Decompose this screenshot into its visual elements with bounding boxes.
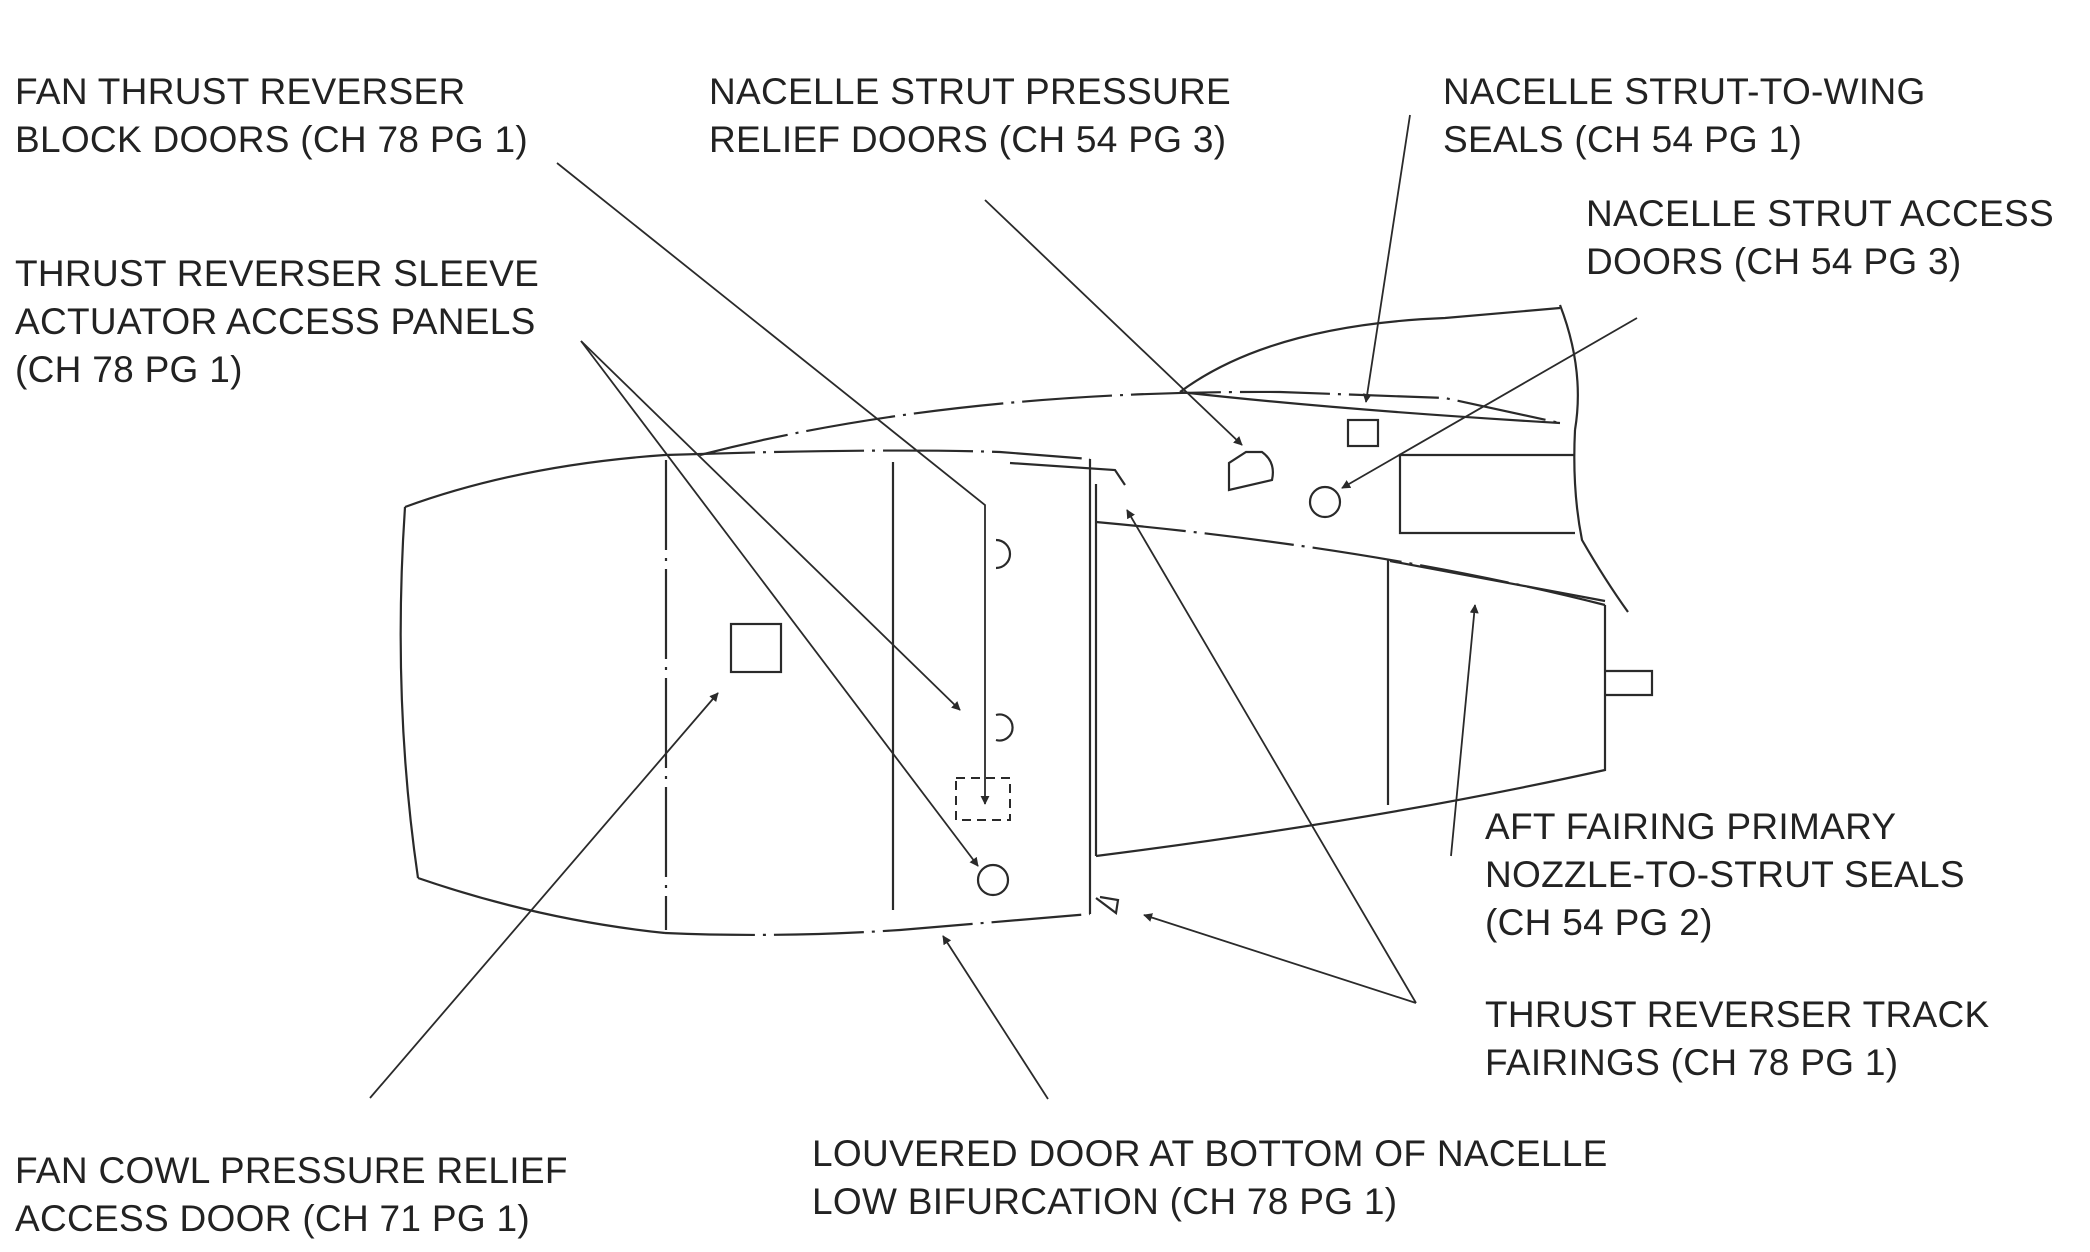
callout-line: LOW BIFURCATION (CH 78 PG 1) [812, 1181, 1398, 1222]
callout-line: BLOCK DOORS (CH 78 PG 1) [15, 119, 528, 160]
callout-line: (CH 78 PG 1) [15, 349, 243, 390]
callout-line: NACELLE STRUT-TO-WING [1443, 71, 1926, 112]
callout-line: THRUST REVERSER SLEEVE [15, 253, 540, 294]
callout-line: NOZZLE-TO-STRUT SEALS [1485, 854, 1965, 895]
callout-line: FAN COWL PRESSURE RELIEF [15, 1150, 568, 1191]
callout-line: FAIRINGS (CH 78 PG 1) [1485, 1042, 1899, 1083]
callout-nacelle-strut-pressure-relief-doors: NACELLE STRUT PRESSURE RELIEF DOORS (CH … [709, 68, 1231, 164]
callout-nacelle-strut-to-wing-seals: NACELLE STRUT-TO-WING SEALS (CH 54 PG 1) [1443, 68, 1926, 164]
exhaust-and-strut [699, 304, 1654, 858]
callout-line: AFT FAIRING PRIMARY [1485, 806, 1897, 847]
leader-lines [369, 114, 1638, 1100]
callout-line: THRUST REVERSER TRACK [1485, 994, 1990, 1035]
callout-fan-thrust-reverser-block-doors: FAN THRUST REVERSER BLOCK DOORS (CH 78 P… [15, 68, 528, 164]
callout-line: NACELLE STRUT PRESSURE [709, 71, 1231, 112]
callout-line: ACCESS DOOR (CH 71 PG 1) [15, 1198, 531, 1239]
callout-line: FAN THRUST REVERSER [15, 71, 466, 112]
callout-line: (CH 54 PG 2) [1485, 902, 1713, 943]
callout-aft-fairing-primary-nozzle-to-strut-seals: AFT FAIRING PRIMARY NOZZLE-TO-STRUT SEAL… [1485, 803, 1965, 947]
callout-line: DOORS (CH 54 PG 3) [1586, 241, 1962, 282]
door-features [729, 418, 1380, 897]
callout-line: SEALS (CH 54 PG 1) [1443, 119, 1803, 160]
callout-line: LOUVERED DOOR AT BOTTOM OF NACELLE [812, 1133, 1608, 1174]
callout-line: RELIEF DOORS (CH 54 PG 3) [709, 119, 1227, 160]
callout-louvered-door-bottom-of-nacelle: LOUVERED DOOR AT BOTTOM OF NACELLE LOW B… [812, 1130, 1608, 1226]
engine-nacelle-outline [399, 449, 1126, 937]
callout-line: ACTUATOR ACCESS PANELS [15, 301, 536, 342]
callout-nacelle-strut-access-doors: NACELLE STRUT ACCESS DOORS (CH 54 PG 3) [1586, 190, 2054, 286]
callout-line: NACELLE STRUT ACCESS [1586, 193, 2054, 234]
callout-fan-cowl-pressure-relief-access-door: FAN COWL PRESSURE RELIEF ACCESS DOOR (CH… [15, 1147, 568, 1243]
callout-thrust-reverser-track-fairings: THRUST REVERSER TRACK FAIRINGS (CH 78 PG… [1485, 991, 1990, 1087]
pressure-relief-door-shape [1227, 450, 1274, 492]
callout-thrust-reverser-sleeve-actuator-access-panels: THRUST REVERSER SLEEVE ACTUATOR ACCESS P… [15, 250, 539, 394]
